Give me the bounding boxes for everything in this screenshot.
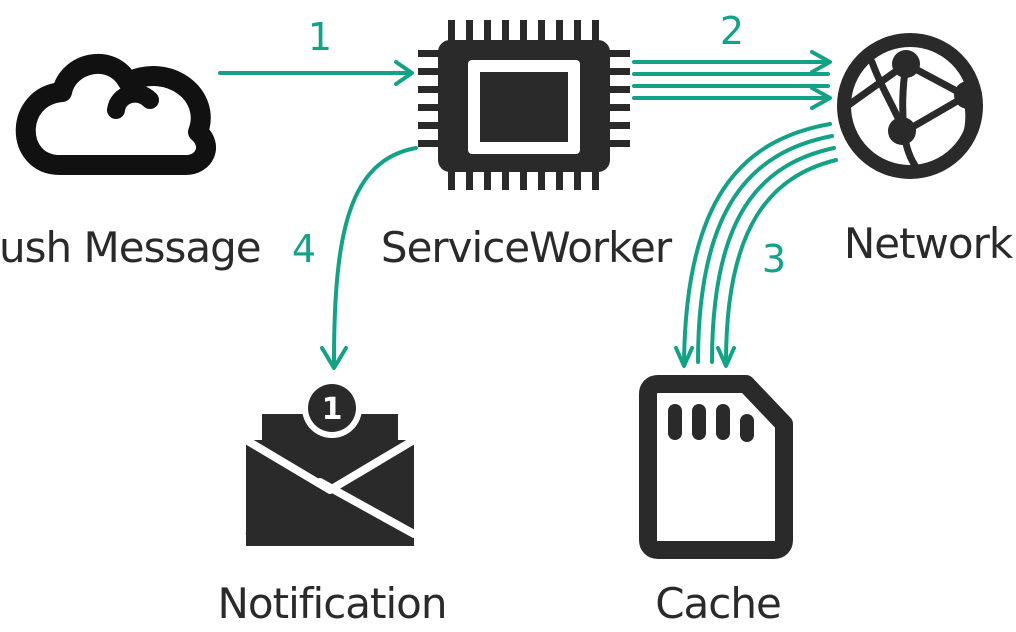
- notification-badge: 1: [302, 378, 362, 438]
- globe-network-icon: [837, 33, 983, 179]
- arrow-step-3: [674, 122, 838, 368]
- memory-card-icon: [639, 375, 793, 559]
- step-2-label: 2: [720, 9, 744, 53]
- envelope-icon: [243, 414, 418, 546]
- step-4-label: 4: [292, 227, 316, 271]
- step-1-label: 1: [308, 15, 332, 59]
- network-label: Network: [844, 219, 1014, 268]
- notification-label: Notification: [218, 579, 447, 628]
- arrow-step-2: [632, 50, 832, 110]
- step-3-label: 3: [762, 237, 786, 281]
- cache-label: Cache: [655, 579, 781, 628]
- cpu-chip-icon: [418, 20, 630, 190]
- service-worker-label: ServiceWorker: [381, 223, 673, 272]
- notification-badge-count: 1: [322, 392, 343, 427]
- arrow-step-4: [320, 146, 418, 370]
- arrow-step-1: [218, 60, 414, 86]
- push-message-label: Push Message: [0, 223, 261, 272]
- cloud-icon: [15, 54, 216, 175]
